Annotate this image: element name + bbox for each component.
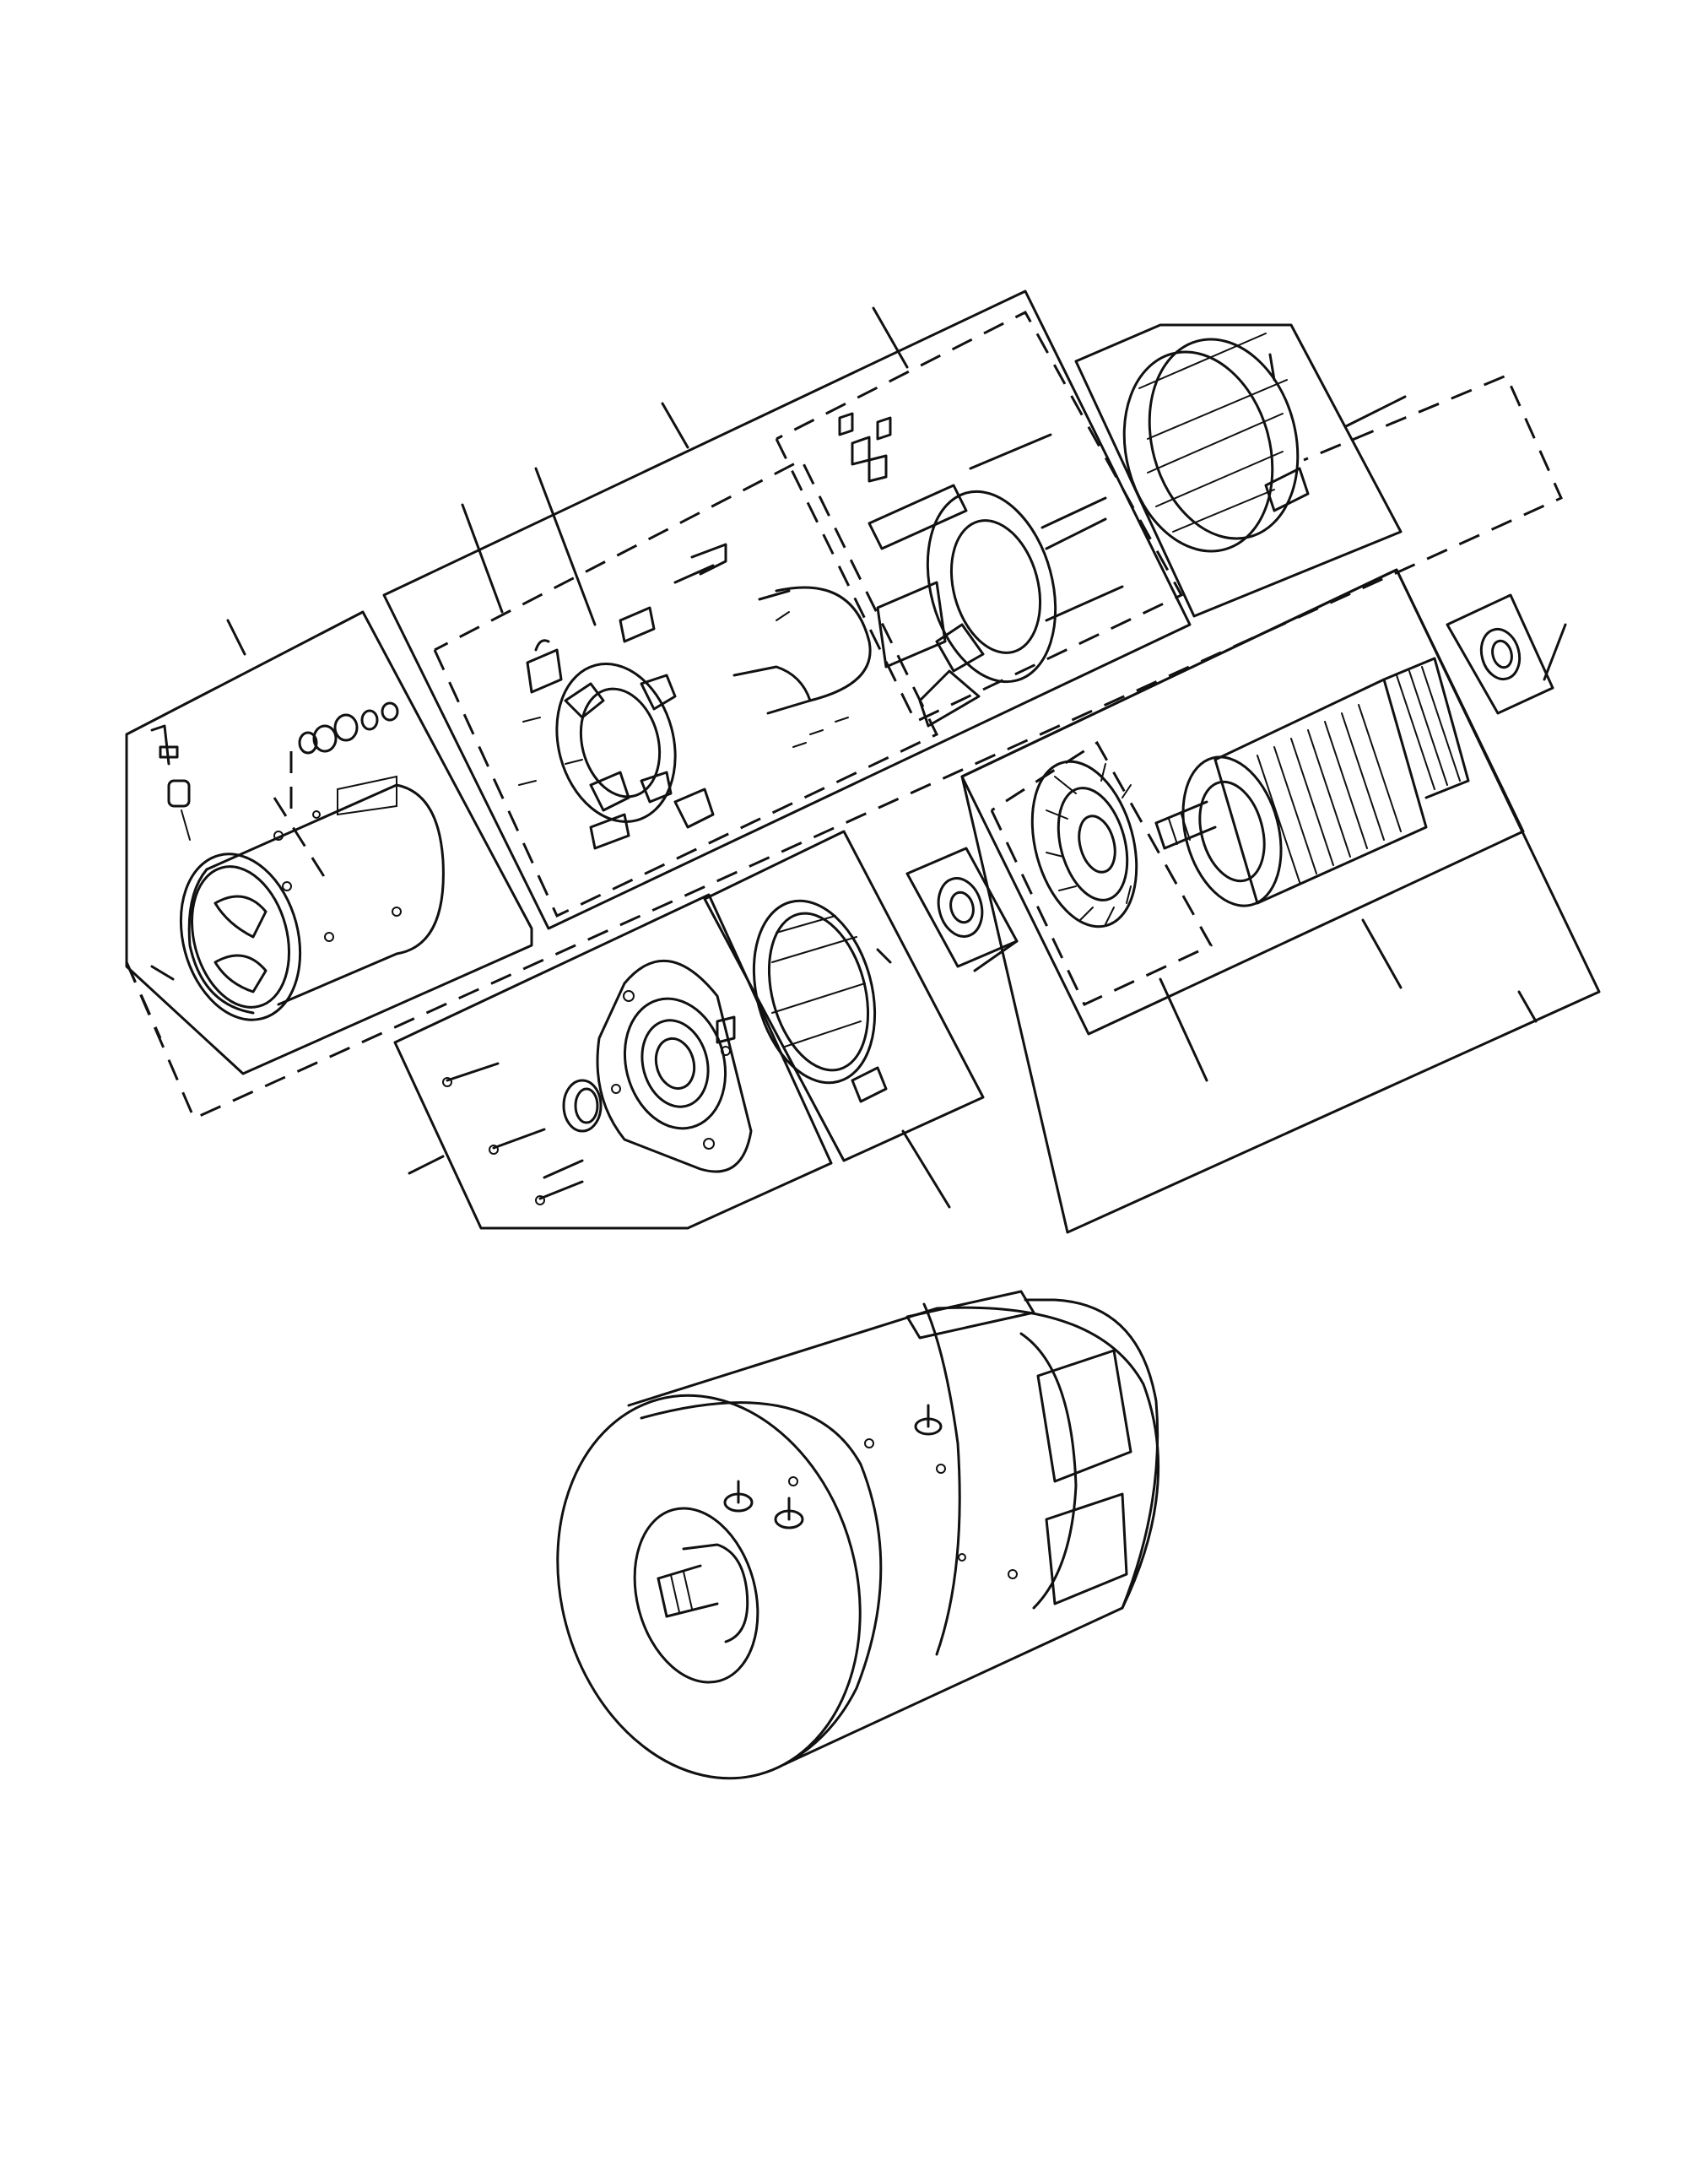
cooling-fan xyxy=(1030,760,1138,928)
leader-c10 xyxy=(901,1129,951,1209)
dashed-holder-frame xyxy=(775,311,1184,723)
dashed-left-frame xyxy=(125,961,162,1039)
outline-bearing2-box xyxy=(1446,593,1554,715)
outline-armature-box xyxy=(960,568,1525,1036)
leader-c13 xyxy=(973,939,1019,972)
leader-c4 xyxy=(661,402,689,449)
callout-leaders xyxy=(150,306,1567,1209)
drive-end-plate xyxy=(442,959,753,1205)
outline-brushgear-box xyxy=(382,290,1192,930)
leader-c12 xyxy=(150,965,175,981)
bearing-small xyxy=(937,877,984,938)
leader-c7 xyxy=(1517,990,1538,1023)
bearing-right xyxy=(1479,627,1522,681)
leader-c6 xyxy=(1344,395,1407,428)
assembled-motor xyxy=(556,1290,1160,1780)
dashed-housing-inner xyxy=(273,797,327,879)
leader-c14 xyxy=(1543,623,1567,681)
dashed-frame-main xyxy=(125,374,1563,1120)
leader-c8 xyxy=(1361,918,1403,989)
outline-fieldcoil-box xyxy=(1074,323,1403,618)
outline-coilring-box xyxy=(703,830,985,1162)
dashed-brushgear-inner xyxy=(433,457,939,918)
armature xyxy=(1154,657,1470,907)
field-coil-top xyxy=(1122,333,1310,553)
brush-rocker-ring xyxy=(838,412,1124,728)
commutator-end-housing xyxy=(150,701,445,1021)
outline-housing-box xyxy=(125,610,533,1075)
field-coil-lower xyxy=(752,899,892,1103)
brush-gear-assembly xyxy=(518,543,872,850)
outline-endplate-box xyxy=(393,893,833,1230)
dashed-lines xyxy=(125,311,1563,1120)
leader-c1 xyxy=(226,619,246,656)
leader-c11 xyxy=(408,1155,445,1175)
leader-c3 xyxy=(534,467,597,626)
outline-bearing-box xyxy=(905,847,1019,968)
leader-c9 xyxy=(1159,977,1208,1082)
leader-c5 xyxy=(872,306,909,369)
leader-c2 xyxy=(461,503,504,614)
dashed-fan-frame xyxy=(990,740,1213,1006)
